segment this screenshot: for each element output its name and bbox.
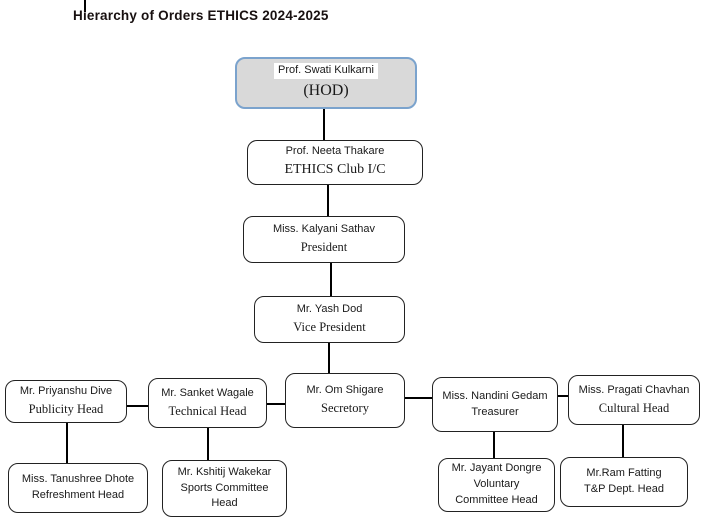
connector-vice-secretary — [328, 343, 330, 373]
org-node-sports-name: Mr. Kshitij Wakekar — [177, 465, 272, 478]
org-node-voluntary-role: Voluntary Committee Head — [455, 478, 538, 506]
org-node-technical-name: Mr. Sanket Wagale — [161, 386, 254, 399]
org-node-cultural: Miss. Pragati Chavhan Cultural Head — [568, 375, 700, 425]
org-node-president-role: President — [300, 240, 348, 255]
org-node-publicity-name: Mr. Priyanshu Dive — [19, 385, 113, 398]
org-node-treasurer-role: Treasurer — [471, 405, 519, 418]
org-node-secretary-role: Secretory — [321, 401, 369, 416]
org-node-club-ic-name: Prof. Neeta Thakare — [285, 145, 385, 158]
org-node-voluntary-name: Mr. Jayant Dongre — [451, 462, 542, 475]
org-node-refreshment-name: Miss. Tanushree Dhote — [21, 473, 135, 486]
org-node-secretary: Mr. Om Shigare Secretory — [285, 373, 405, 428]
connector-treasurer-voluntary — [493, 432, 495, 458]
org-node-treasurer: Miss. Nandini Gedam Treasurer — [432, 377, 558, 432]
org-node-treasurer-name: Miss. Nandini Gedam — [442, 389, 548, 402]
org-node-tnp-name: Mr.Ram Fatting — [586, 467, 662, 480]
connector-president-vice — [330, 263, 332, 296]
org-node-hod-role: (HOD) — [303, 82, 349, 100]
org-node-club-ic: Prof. Neeta Thakare ETHICS Club I/C — [247, 140, 423, 185]
connector-technical-secretary — [267, 403, 285, 405]
org-node-cultural-name: Miss. Pragati Chavhan — [578, 383, 690, 396]
org-node-club-ic-role: ETHICS Club I/C — [284, 162, 386, 178]
connector-cultural-tnp — [622, 425, 624, 457]
connector-publicity-technical — [127, 405, 148, 407]
org-node-president-name: Miss. Kalyani Sathav — [272, 223, 376, 236]
org-node-hod-name: Prof. Swati Kulkarni — [274, 63, 378, 80]
org-node-vice-president-name: Mr. Yash Dod — [296, 303, 363, 316]
connector-treasurer-cultural — [558, 395, 568, 397]
org-node-refreshment: Miss. Tanushree Dhote Refreshment Head — [8, 463, 148, 513]
org-node-president: Miss. Kalyani Sathav President — [243, 216, 405, 263]
org-node-publicity-role: Publicity Head — [28, 402, 104, 417]
org-node-vice-president-role: Vice President — [293, 320, 366, 335]
org-node-technical-role: Technical Head — [168, 403, 247, 418]
org-node-sports-role: Sports Committee Head — [180, 481, 269, 510]
org-node-hod: Prof. Swati Kulkarni (HOD) — [235, 57, 417, 109]
org-node-technical: Mr. Sanket Wagale Technical Head — [148, 378, 267, 428]
org-node-tnp-role: T&P Dept. Head — [584, 483, 664, 495]
org-node-vice-president: Mr. Yash Dod Vice President — [254, 296, 405, 343]
org-node-tnp: Mr.Ram Fatting T&P Dept. Head — [560, 457, 688, 507]
text-cursor-mark — [84, 0, 86, 12]
connector-technical-sports — [207, 428, 209, 460]
org-node-publicity: Mr. Priyanshu Dive Publicity Head — [5, 380, 127, 423]
org-node-cultural-role: Cultural Head — [598, 400, 670, 415]
connector-publicity-refreshment — [66, 423, 68, 463]
page-title: Hierarchy of Orders ETHICS 2024-2025 — [73, 8, 329, 23]
connector-hod-clubic — [323, 109, 325, 140]
org-node-secretary-name: Mr. Om Shigare — [306, 384, 384, 397]
org-node-refreshment-role: Refreshment Head — [31, 489, 125, 501]
org-node-voluntary: Mr. Jayant Dongre Voluntary Committee He… — [438, 458, 555, 512]
connector-secretary-treasurer — [405, 397, 432, 399]
connector-clubic-president — [327, 185, 329, 216]
org-node-sports: Mr. Kshitij Wakekar Sports Committee Hea… — [162, 460, 287, 517]
